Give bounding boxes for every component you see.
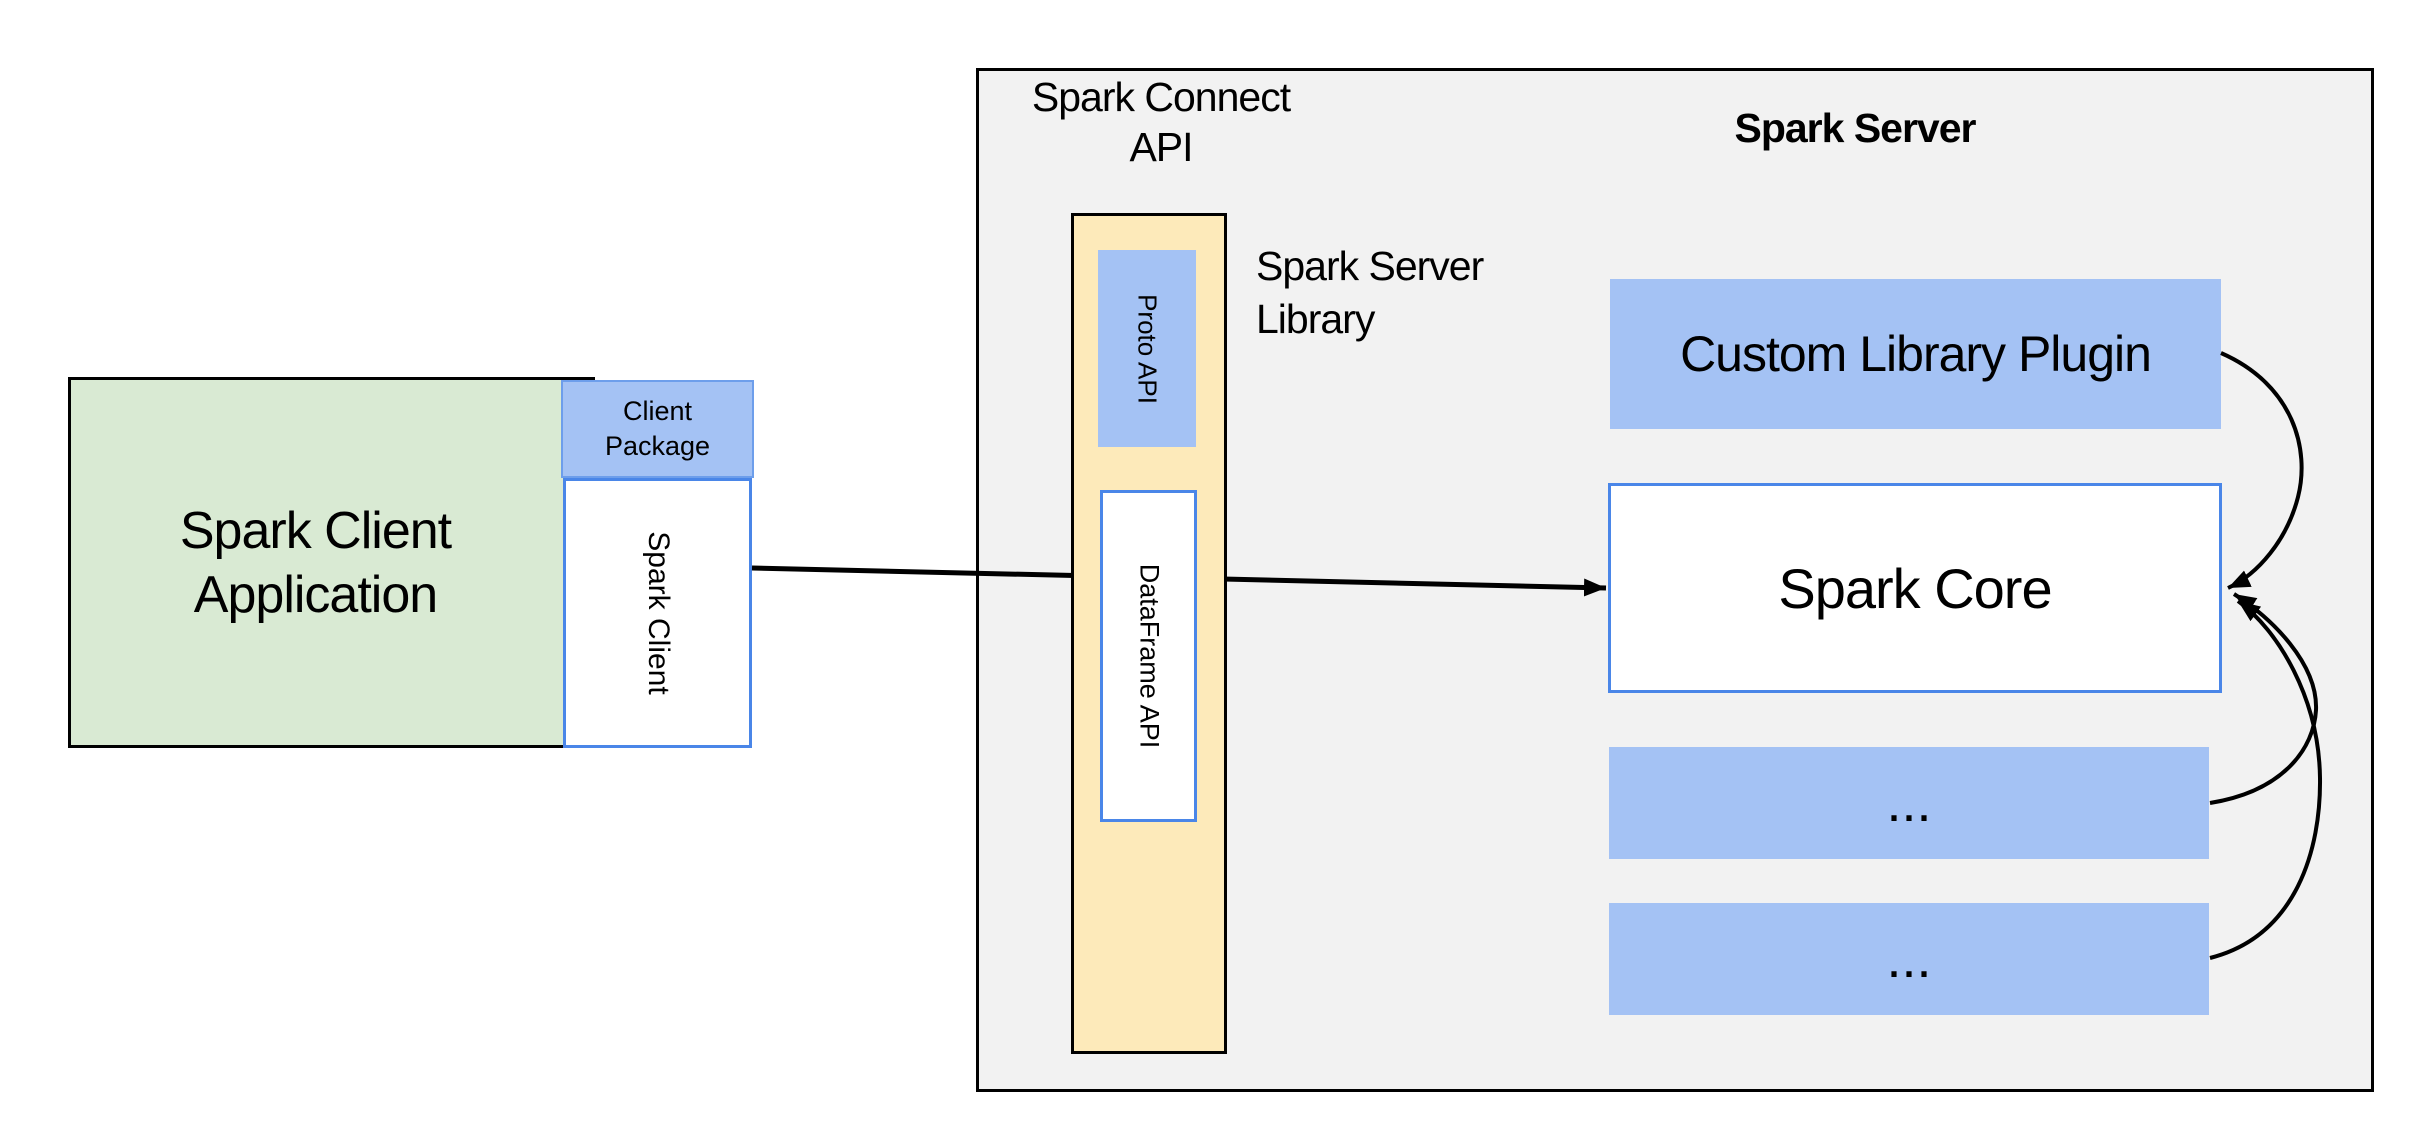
custom-library-plugin-label: Custom Library Plugin	[1680, 326, 2152, 382]
spark-core-box: Spark Core	[1608, 483, 2222, 693]
dataframe-api-label: DataFrame API	[1134, 563, 1164, 749]
proto-api-box: Proto API	[1098, 250, 1196, 447]
proto-api-label: Proto API	[1132, 293, 1163, 404]
spark-client-box: Spark Client	[563, 478, 752, 748]
spark-client-label: Spark Client	[641, 531, 675, 695]
other-plugin-box-2: ...	[1609, 903, 2209, 1015]
dataframe-api-box: DataFrame API	[1100, 490, 1197, 822]
spark-client-application-box	[68, 377, 595, 748]
spark-core-label: Spark Core	[1778, 556, 2052, 620]
client-package-label: Client Package	[604, 396, 711, 461]
spark-server-library-label: Spark Server Library	[1256, 243, 1484, 342]
client-package-box: Client Package	[561, 380, 754, 478]
other-plugin-box-1: ...	[1609, 747, 2209, 859]
custom-library-plugin-box: Custom Library Plugin	[1610, 279, 2221, 429]
spark-server-title: Spark Server	[1734, 105, 1976, 151]
spark-client-application-label: Spark Client Application	[179, 501, 452, 624]
spark-connect-api-title: Spark Connect API	[1031, 74, 1291, 170]
ellipsis-label-1: ...	[1886, 773, 1932, 833]
ellipsis-label-2: ...	[1886, 929, 1932, 989]
